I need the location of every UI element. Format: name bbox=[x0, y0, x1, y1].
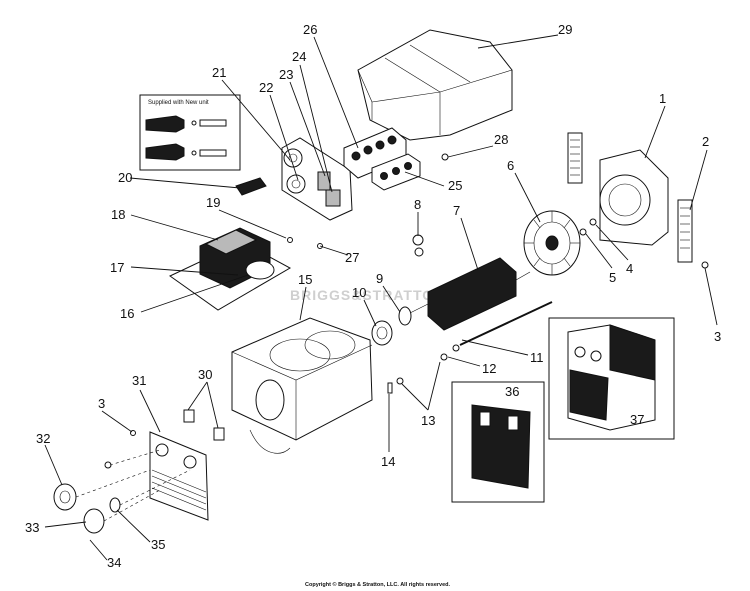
part-end-bracket bbox=[567, 132, 693, 263]
copyright-text: Copyright © Briggs & Stratton, LLC. All … bbox=[305, 581, 451, 588]
inset-box-36 bbox=[451, 381, 545, 503]
part-through-bolt bbox=[452, 301, 553, 352]
part-stator-housing bbox=[231, 317, 373, 454]
callout-13: 13 bbox=[421, 413, 435, 428]
callout-36: 36 bbox=[505, 384, 519, 399]
part-transformer bbox=[169, 227, 292, 311]
supplied-parts-box: Supplied with New unit bbox=[139, 94, 241, 171]
callout-20: 20 bbox=[118, 170, 132, 185]
watermark-text: BRIGGS&STRATTON bbox=[290, 287, 445, 303]
callout-19: 19 bbox=[206, 195, 220, 210]
callout-14: 14 bbox=[381, 454, 395, 469]
part-fan bbox=[523, 210, 581, 276]
part-terminal-blocks bbox=[343, 127, 421, 191]
callout-12: 12 bbox=[482, 361, 496, 376]
leader-lines bbox=[44, 34, 718, 561]
callout-3-left: 3 bbox=[98, 396, 105, 411]
callout-8: 8 bbox=[414, 197, 421, 212]
callout-22: 22 bbox=[259, 80, 273, 95]
callout-37: 37 bbox=[630, 412, 644, 427]
callout-17: 17 bbox=[110, 260, 124, 275]
callout-32: 32 bbox=[36, 431, 50, 446]
callout-3-right: 3 bbox=[714, 329, 721, 344]
part-regulator-assembly bbox=[235, 137, 353, 221]
callout-4: 4 bbox=[626, 261, 633, 276]
supplied-note: Supplied with New unit bbox=[148, 100, 209, 106]
inset-box-37 bbox=[548, 317, 675, 440]
callout-10: 10 bbox=[352, 285, 366, 300]
callout-25: 25 bbox=[448, 178, 462, 193]
callout-15: 15 bbox=[298, 272, 312, 287]
part-control-panel bbox=[149, 409, 225, 521]
callout-6: 6 bbox=[507, 158, 514, 173]
callout-31: 31 bbox=[132, 373, 146, 388]
callout-29: 29 bbox=[558, 22, 572, 37]
callout-numbers: 1 2 3 3 4 5 6 7 8 9 10 11 12 13 14 15 16… bbox=[25, 22, 721, 570]
callout-33: 33 bbox=[25, 520, 39, 535]
callout-28: 28 bbox=[494, 132, 508, 147]
part-cover bbox=[357, 29, 513, 141]
callout-7: 7 bbox=[453, 203, 460, 218]
callout-11: 11 bbox=[530, 350, 544, 365]
callout-35: 35 bbox=[151, 537, 165, 552]
callout-2: 2 bbox=[702, 134, 709, 149]
part-hardware bbox=[387, 247, 424, 394]
callout-21: 21 bbox=[212, 65, 226, 80]
callout-27: 27 bbox=[345, 250, 359, 265]
callout-34: 34 bbox=[107, 555, 121, 570]
callout-26: 26 bbox=[303, 22, 317, 37]
callout-16: 16 bbox=[120, 306, 134, 321]
callout-23: 23 bbox=[279, 67, 293, 82]
part-receptacles bbox=[53, 449, 191, 534]
callout-9: 9 bbox=[376, 271, 383, 286]
callout-30: 30 bbox=[198, 367, 212, 382]
callout-18: 18 bbox=[111, 207, 125, 222]
callout-5: 5 bbox=[609, 270, 616, 285]
callout-1: 1 bbox=[659, 91, 666, 106]
callout-24: 24 bbox=[292, 49, 306, 64]
